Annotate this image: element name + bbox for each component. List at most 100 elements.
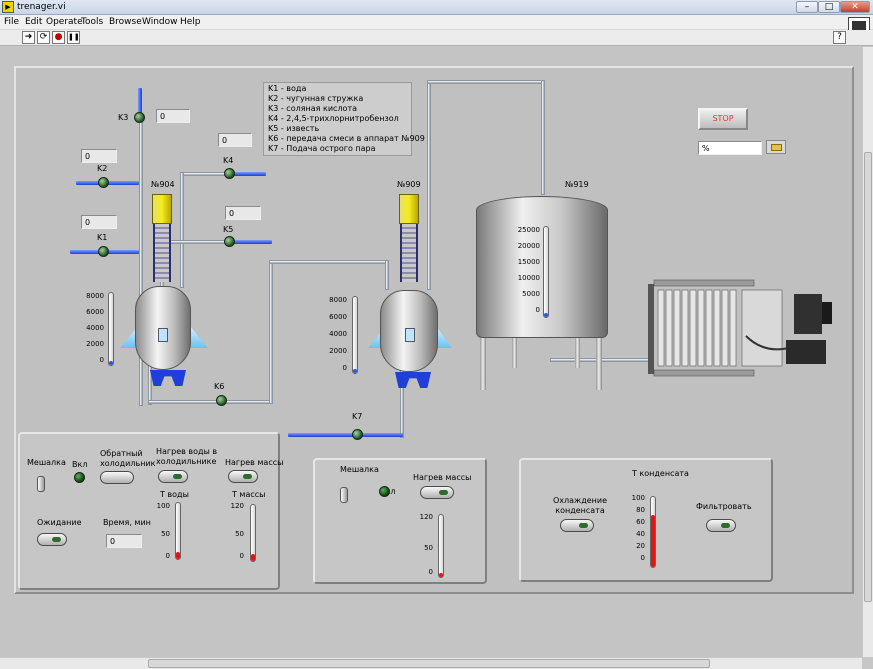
time-label: Время, мин [103,518,151,527]
mixer-switch[interactable] [37,476,45,492]
reactor-909-scale: 8000 6000 4000 2000 0 [325,296,347,381]
legend-k4: K4 - 2,4,5-трихлорнитробензол [268,114,399,123]
menu-bar: File Edit Operate Tools Browse Window He… [0,15,873,30]
tank-919-leg [575,338,580,368]
reactor-909-shaft [400,224,418,282]
scale-tick: 15000 [517,258,540,266]
pipe-k4 [180,172,230,176]
reactor-904-scale: 8000 6000 4000 2000 0 [82,292,104,372]
legend-k6: K6 - передача смеси в аппарат №909 [268,134,425,143]
valve-k4[interactable] [224,168,235,179]
valve-k3[interactable] [134,112,145,123]
scale-tick: 5000 [522,290,540,298]
water-temp-scale: 100 50 0 [152,502,170,560]
restore-button[interactable]: □ [818,1,840,13]
scale-tick: 6000 [86,308,104,316]
control-section-909 [313,458,487,584]
scale-tick: 0 [342,364,347,372]
pipe-k6 [148,400,273,404]
menu-operate[interactable]: Operate [46,17,83,27]
legend-k2: K2 - чугунная стружка [268,94,364,103]
k5-field[interactable]: 0 [225,206,261,220]
help-icon[interactable]: ? [833,31,846,44]
valve-k4-label: K4 [223,156,234,165]
scale-tick: 0 [535,306,540,314]
p2-temp-scale: 120 50 0 [415,513,433,576]
scale-tick: 8000 [329,296,347,304]
menu-edit[interactable]: Edit [25,17,43,27]
valve-k2[interactable] [98,177,109,188]
cool-label: Охлаждение конденсата [552,496,608,515]
cond-thermometer [650,496,656,568]
water-temp-fill [176,552,180,559]
pipe-to-909 [269,260,389,264]
water-thermometer [175,502,181,560]
heat-mass-button[interactable] [228,470,258,483]
mass-thermometer [250,504,256,562]
scale-tick: 0 [428,568,433,576]
valve-k3-label: K3 [118,113,129,122]
k3-field[interactable]: 0 [156,109,190,123]
run-arrow-icon[interactable]: ➜ [22,31,35,44]
browse-folder-icon[interactable] [766,140,786,154]
k2-field[interactable]: 0 [81,149,117,163]
reactor-909-level-tube [352,296,358,374]
tank-919-leg [480,338,486,390]
valve-k1[interactable] [98,246,109,257]
filter-button[interactable] [706,519,736,532]
k4-field[interactable]: 0 [218,133,252,147]
reactor-904-window [158,328,168,342]
valve-k6[interactable] [216,395,227,406]
reactor-909-motor [399,194,419,224]
pause-icon[interactable]: ❚❚ [67,31,80,44]
tank-919-level-tube [543,226,549,318]
reactor-904-shaft [153,224,171,282]
heat-mass-label: Нагрев массы [225,458,284,467]
bluepipe-k7 [288,433,403,437]
horizontal-scrollbar[interactable] [0,657,862,669]
legend-k7: K7 - Подача острого пара [268,144,376,153]
reflux-button[interactable] [100,471,134,484]
path-field[interactable]: % [698,141,762,155]
scale-tick: 20 [636,542,645,550]
scale-tick: 60 [636,518,645,526]
scale-tick: 0 [239,552,244,560]
pipe-k4-down [180,172,184,288]
mass-temp-scale: 120 50 0 [226,502,244,560]
heat-mass-2-button[interactable] [420,486,454,499]
app-icon: ▶ [2,1,14,13]
time-field[interactable]: 0 [106,534,142,548]
legend-k3: K3 - соляная кислота [268,104,358,113]
k1-field[interactable]: 0 [81,215,117,229]
vertical-scrollbar[interactable] [862,47,873,657]
valve-k1-label: K1 [97,233,108,242]
minimize-button[interactable]: – [796,1,818,13]
heat-water-button[interactable] [158,470,188,483]
reflux-label: Обратный холодильник [100,449,156,468]
menu-file[interactable]: File [4,17,20,27]
title-bar: ▶ trenager.vi – □ ✕ [0,0,873,15]
scale-tick: 0 [165,552,170,560]
menu-browse[interactable]: Browse [109,17,142,27]
toolbar: ➜ ⟳ ● ❚❚ ? [0,30,873,46]
p2-thermometer [438,514,444,578]
legend-k1: K1 - вода [268,84,307,93]
tank-919-leg [596,338,602,390]
mixer-2-switch[interactable] [340,487,348,503]
menu-window[interactable]: Window [142,17,178,27]
valve-k5[interactable] [224,236,235,247]
scale-tick: 0 [640,554,645,562]
valve-k7[interactable] [352,429,363,440]
stop-button[interactable]: STOP [698,108,748,130]
pipe-919-inlet [541,80,545,195]
scale-tick: 40 [636,530,645,538]
cool-button[interactable] [560,519,594,532]
close-button[interactable]: ✕ [840,1,870,13]
scale-tick: 50 [424,544,433,552]
run-continuously-icon[interactable]: ⟳ [37,31,50,44]
menu-tools[interactable]: Tools [81,17,104,27]
wait-button[interactable] [37,533,67,546]
abort-icon[interactable]: ● [52,31,65,44]
menu-help[interactable]: Help [180,17,201,27]
pipe-909-up [427,80,431,290]
